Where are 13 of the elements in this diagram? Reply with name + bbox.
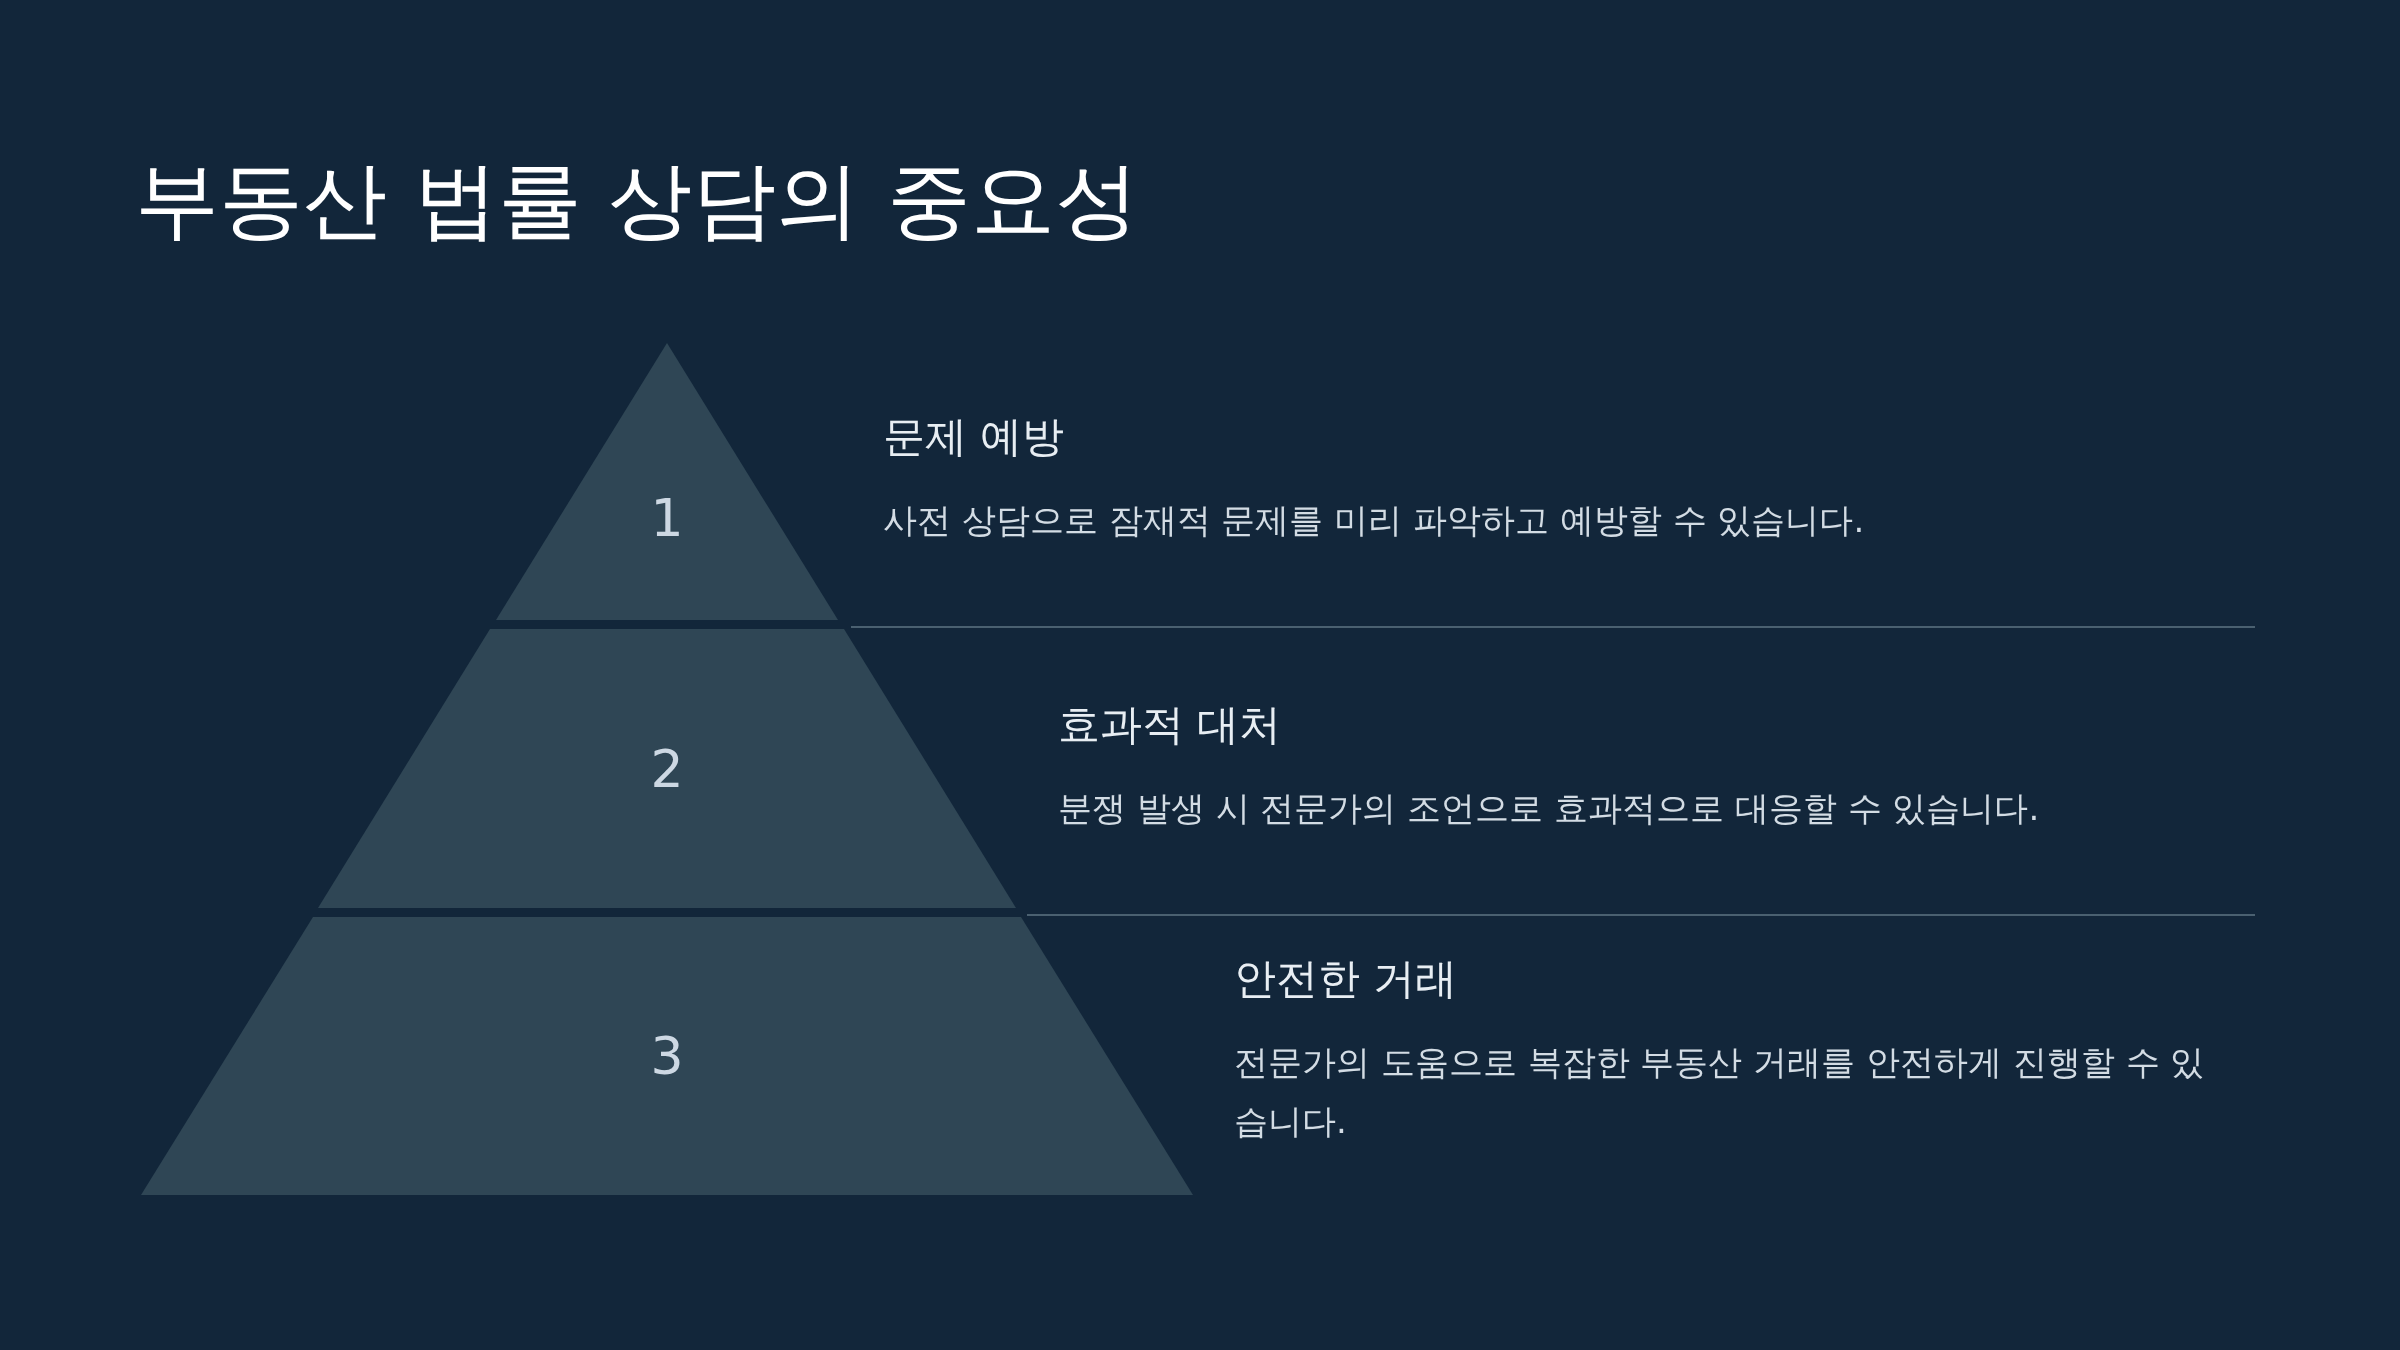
pyramid-tier — [496, 343, 838, 620]
tier-description: 분쟁 발생 시 전문가의 조언으로 효과적으로 대응할 수 있습니다. — [1058, 786, 2041, 830]
title: 부동산 법률 상담의 중요성 — [135, 150, 1140, 251]
tier-description: 전문가의 도움으로 복잡한 부동산 거래를 안전하게 진행할 수 있습니다. — [1234, 1040, 2206, 1144]
tier-heading: 효과적 대처 — [1058, 699, 1283, 751]
pyramid-tier — [141, 917, 1193, 1195]
tier-description: 사전 상담으로 잠재적 문제를 미리 파악하고 예방할 수 있습니다. — [883, 498, 1866, 542]
tier-number: 2 — [650, 742, 684, 795]
tier-number: 3 — [650, 1030, 684, 1082]
tier-number: 1 — [650, 491, 684, 544]
tier-heading: 문제 예방 — [883, 411, 1066, 463]
pyramid-tier — [318, 629, 1016, 908]
tier-heading: 안전한 거래 — [1234, 953, 1459, 1005]
